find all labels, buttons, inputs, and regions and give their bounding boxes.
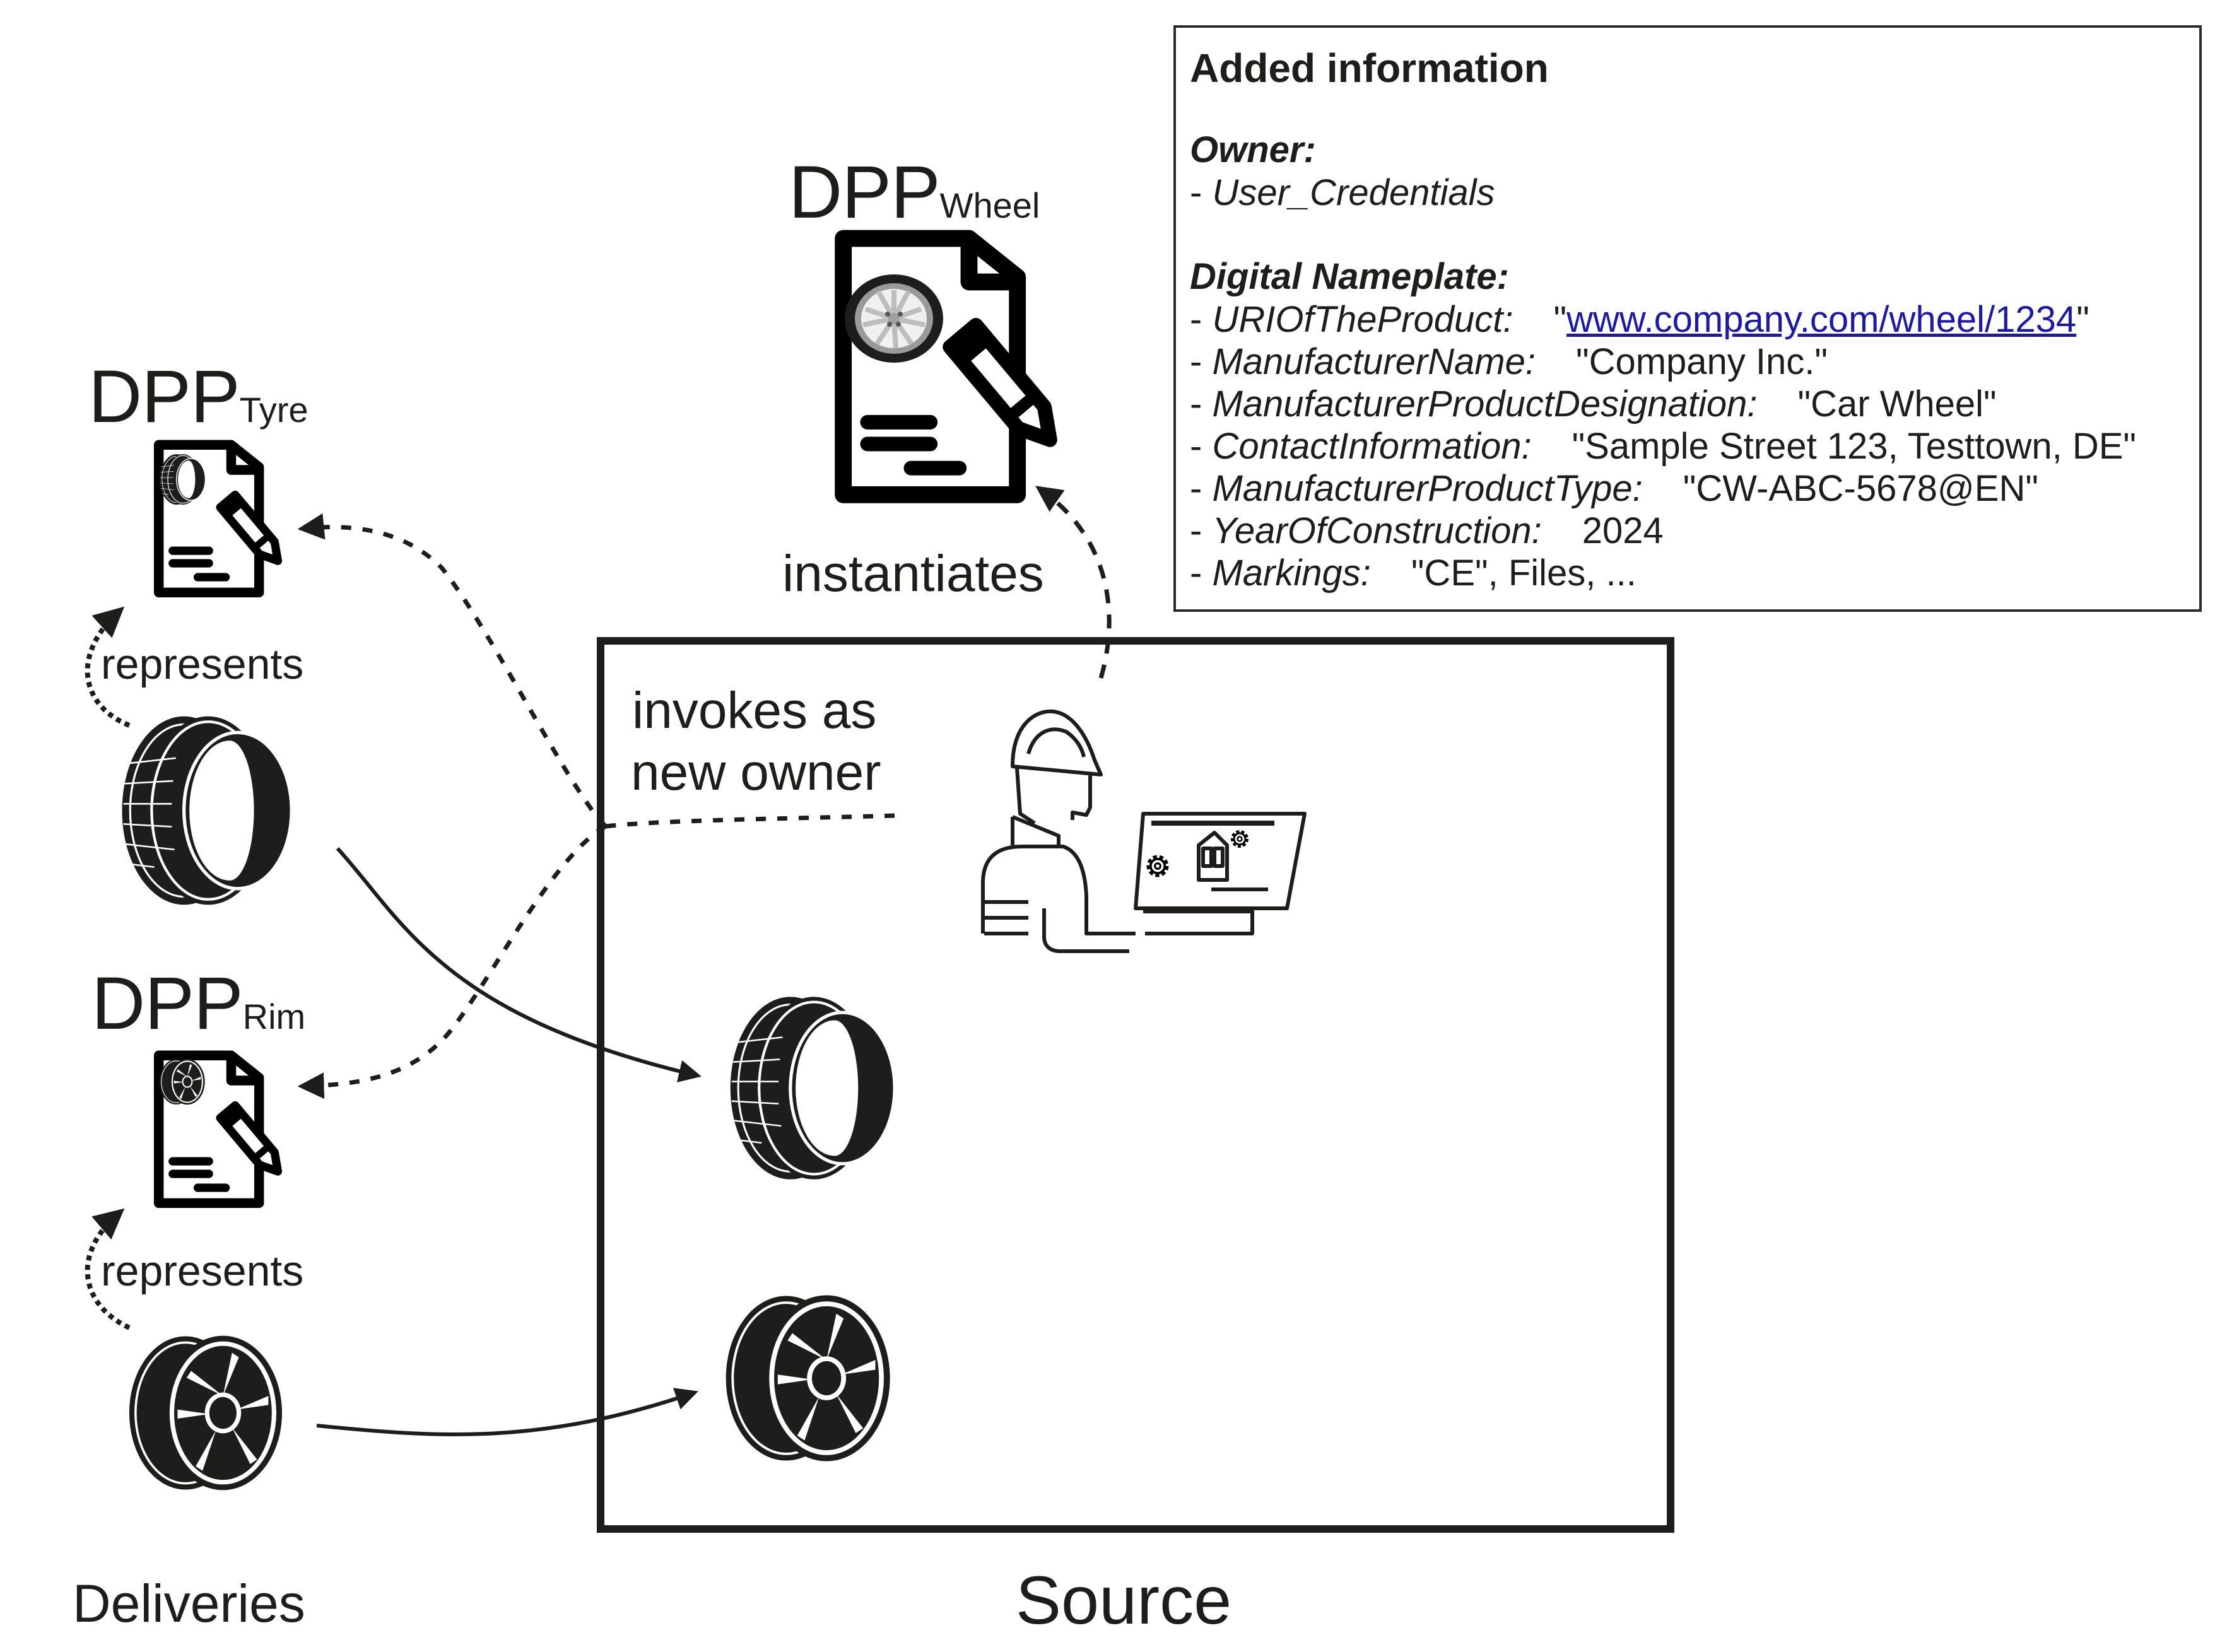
- field-value: "CW-ABC-5678@EN": [1683, 468, 2038, 509]
- dpp-rim-subscript: Rim: [242, 997, 306, 1036]
- instantiates-label: instantiates: [782, 545, 1044, 602]
- dpp-wheel-title: DPPWheel: [789, 155, 1040, 243]
- product-uri-link[interactable]: www.company.com/wheel/1234: [1566, 299, 2077, 340]
- field-key: ContactInformation:: [1212, 426, 1532, 467]
- field-value: "CE", Files, ...: [1411, 553, 1636, 594]
- nameplate-field-year-of-construction: - YearOfConstruction: 2024: [1190, 510, 2185, 552]
- bullet: -: [1190, 299, 1213, 340]
- field-key: ManufacturerName:: [1212, 341, 1536, 382]
- nameplate-field-product-designation: - ManufacturerProductDesignation: "Car Wh…: [1190, 383, 2185, 425]
- bullet: -: [1190, 341, 1213, 382]
- owner-heading: Owner:: [1190, 129, 1316, 170]
- field-key: Markings:: [1212, 553, 1371, 594]
- owner-credentials: User_Credentials: [1212, 172, 1495, 213]
- field-key: ManufacturerProductDesignation:: [1212, 384, 1758, 425]
- added-information-panel: Added information Owner: - User_Credenti…: [1173, 25, 2202, 612]
- dpp-wheel-subscript: Wheel: [939, 185, 1040, 225]
- invokes-tyre-dpp-arrow: [297, 513, 608, 828]
- owner-item: - User_Credentials: [1190, 172, 2185, 214]
- dpp-tyre-title: DPPTyre: [88, 360, 308, 447]
- represents-tyre-label: represents: [101, 640, 304, 688]
- dpp-rim-title: DPPRim: [91, 966, 305, 1054]
- quote: ": [2076, 299, 2089, 340]
- deliver-rim-arrow: [316, 1388, 698, 1436]
- invokes-label-line1: invokes as: [632, 682, 877, 739]
- quote: ": [1553, 299, 1567, 340]
- deliveries-label: Deliveries: [73, 1574, 305, 1633]
- bullet: -: [1190, 553, 1213, 594]
- field-value: "Sample Street 123, Testtown, DE": [1572, 426, 2137, 467]
- source-label: Source: [1016, 1562, 1232, 1638]
- invokes-line: [605, 813, 895, 829]
- worker-at-computer-icon: [981, 709, 1307, 953]
- delivered-rim-icon: [131, 1336, 282, 1491]
- added-information-title: Added information: [1190, 45, 1549, 91]
- wheel-image-icon: [845, 274, 943, 363]
- dpp-tyre-document-icon: [159, 445, 286, 592]
- rim-image-icon: [159, 1058, 206, 1106]
- nameplate-field-manufacturer-name: - ManufacturerName: "Company Inc.": [1190, 341, 2185, 383]
- nameplate-field-product-type: - ManufacturerProductType: "CW-ABC-5678@E…: [1190, 467, 2185, 510]
- bullet: -: [1190, 172, 1213, 213]
- tyre-image-icon: [159, 454, 206, 505]
- field-key: ManufacturerProductType:: [1212, 468, 1643, 509]
- bullet: -: [1190, 468, 1213, 509]
- nameplate-heading: Digital Nameplate:: [1190, 256, 1509, 297]
- nameplate-field-markings: - Markings: "CE", Files, ...: [1190, 552, 2185, 594]
- dpp-wheel-document-icon: [843, 238, 1063, 495]
- dpp-tyre-title-main: DPP: [88, 355, 240, 438]
- bullet: -: [1190, 384, 1213, 425]
- represents-rim-arrow: [85, 1208, 131, 1330]
- dpp-rim-title-main: DPP: [91, 962, 244, 1045]
- invokes-label-line2: new owner: [631, 744, 881, 801]
- dpp-rim-document-icon: [159, 1055, 286, 1203]
- dpp-wheel-title-main: DPP: [789, 151, 941, 234]
- field-key: YearOfConstruction:: [1212, 510, 1542, 551]
- represents-rim-label: represents: [101, 1247, 304, 1295]
- dpp-tyre-subscript: Tyre: [239, 390, 308, 430]
- source-box: [597, 637, 1674, 1533]
- bullet: -: [1190, 426, 1213, 467]
- field-value: 2024: [1582, 510, 1664, 551]
- delivered-tyre-icon: [122, 717, 291, 905]
- field-key: URIOfTheProduct:: [1212, 299, 1513, 340]
- bullet: -: [1190, 510, 1213, 551]
- field-value: "Company Inc.": [1575, 341, 1828, 382]
- invokes-rim-dpp-arrow: [297, 824, 607, 1099]
- field-value: "Car Wheel": [1797, 384, 1997, 425]
- nameplate-field-uri: - URIOfTheProduct: "www.company.com/wheel…: [1190, 298, 2185, 341]
- instantiates-arrow: [1035, 486, 1112, 679]
- nameplate-field-contact-information: - ContactInformation: "Sample Street 123,…: [1190, 425, 2185, 467]
